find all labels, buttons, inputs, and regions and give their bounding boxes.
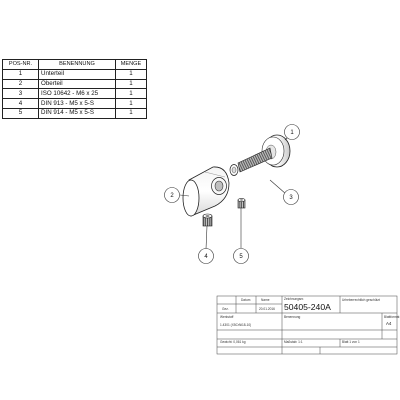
cell-qty: 1 bbox=[115, 68, 147, 80]
balloon-label-1: 1 bbox=[290, 130, 294, 136]
tb-col-name: Name bbox=[261, 298, 270, 302]
cell-qty: 1 bbox=[115, 98, 147, 109]
table-row: 5 DIN 914 - M5 x 5-S 1 bbox=[2, 107, 147, 119]
tb-col-datum: Datum bbox=[241, 298, 251, 302]
tb-massstab: Maßstab: 1:1 bbox=[284, 340, 303, 344]
tb-row-label: Gez. bbox=[222, 307, 229, 311]
table-row: 4 DIN 913 - M5 x 5-S 1 bbox=[2, 98, 147, 109]
tb-label-zeichnungsnr: Zeichnungsnr. bbox=[284, 297, 305, 301]
title-block: Datum Name Gez. 20.01.2016 Zeichnungsnr.… bbox=[217, 296, 400, 354]
drawing-number: 50405-240A bbox=[284, 302, 331, 312]
tb-date-value: 20.01.2016 bbox=[259, 307, 275, 311]
table-row: 2 Oberteil 1 bbox=[2, 78, 147, 90]
title-block-frame bbox=[216, 295, 398, 355]
cell-name: DIN 914 - M5 x 5-S bbox=[38, 107, 116, 119]
part-screw-iso10642 bbox=[229, 147, 273, 176]
cell-pos: 5 bbox=[2, 107, 39, 119]
cell-qty: 1 bbox=[115, 88, 147, 100]
cell-pos: 4 bbox=[2, 98, 39, 109]
tb-label-werkstoff: Werkstoff bbox=[220, 315, 234, 319]
tb-sheet-format: A4 bbox=[386, 321, 392, 326]
balloon-1 bbox=[284, 124, 300, 140]
cell-name: ISO 10642 - M6 x 25 bbox=[38, 88, 116, 100]
balloon-5 bbox=[233, 248, 249, 264]
balloon-4 bbox=[198, 248, 214, 264]
tb-material: 1.4301 (X5CrNi18-10) bbox=[220, 323, 252, 327]
cell-name: Oberteil bbox=[38, 78, 116, 90]
tb-label-benennung: Benennung bbox=[284, 315, 301, 319]
cell-pos: 3 bbox=[2, 88, 39, 100]
leader-lines bbox=[179, 135, 290, 250]
tb-blatt: Blatt 1 von 1 bbox=[342, 340, 360, 344]
cell-name: Unterteil bbox=[38, 68, 116, 80]
tb-gewicht: Gewicht: 0,061 kg bbox=[220, 340, 246, 344]
balloon-label-5: 5 bbox=[239, 254, 243, 260]
header-qty: MENGE bbox=[115, 59, 147, 70]
balloon-label-3: 3 bbox=[289, 195, 293, 201]
balloon-label-2: 2 bbox=[170, 193, 174, 199]
part-oberteil bbox=[182, 166, 230, 217]
cell-qty: 1 bbox=[115, 107, 147, 119]
cell-name: DIN 913 - M5 x 5-S bbox=[38, 98, 116, 109]
header-pos: POS-NR. bbox=[2, 59, 39, 70]
part-setscrew-din913 bbox=[202, 213, 213, 227]
tb-copyright: Urheberrechtlich geschützt bbox=[342, 298, 380, 302]
table-row: 3 ISO 10642 - M6 x 25 1 bbox=[2, 88, 147, 100]
balloon-3 bbox=[283, 189, 299, 205]
parts-list: POS-NR. BENENNUNG MENGE 1 Unterteil 1 2 … bbox=[2, 59, 147, 119]
cell-qty: 1 bbox=[115, 78, 147, 90]
tb-label-blattformat: Blattformat bbox=[384, 315, 400, 319]
table-row: 1 Unterteil 1 bbox=[2, 68, 147, 80]
parts-list-header: POS-NR. BENENNUNG MENGE bbox=[2, 59, 147, 70]
part-setscrew-din914 bbox=[237, 198, 246, 209]
cell-pos: 2 bbox=[2, 78, 39, 90]
header-name: BENENNUNG bbox=[38, 59, 116, 70]
cell-pos: 1 bbox=[2, 68, 39, 80]
balloon-2 bbox=[164, 187, 180, 203]
balloon-label-4: 4 bbox=[204, 254, 208, 260]
